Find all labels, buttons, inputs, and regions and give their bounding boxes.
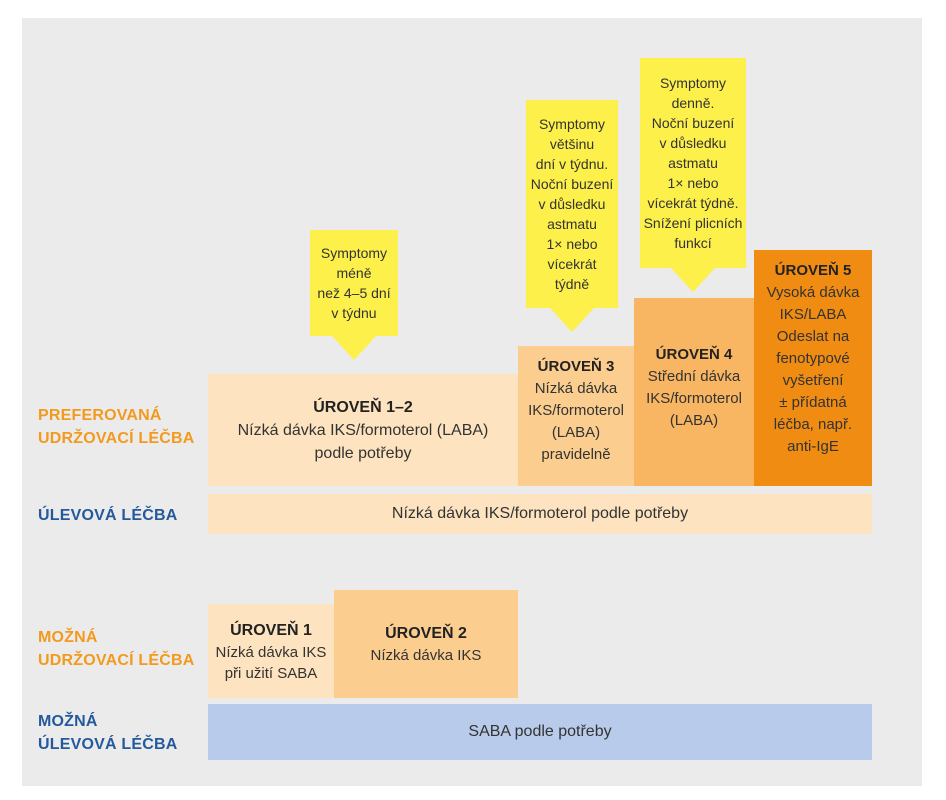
callout-arrow	[332, 336, 376, 360]
callout-arrow	[671, 268, 715, 292]
level-2-line: Nízká dávka IKS	[370, 646, 482, 664]
saba-bar: SABA podle potřeby	[208, 704, 872, 760]
symptom-callout-level-4: Symptomy denně. Noční buzení v důsledku …	[640, 58, 746, 292]
level-5-line: léčba, např.	[773, 416, 853, 433]
level-5-line: ± přídatná	[779, 394, 847, 411]
saba-bar-text: SABA podle potřeby	[468, 723, 612, 740]
level-5-box: ÚROVEŇ 5 Vysoká dávka IKS/LABA Odeslat n…	[754, 250, 872, 486]
level-1-line: při užití SABA	[224, 664, 318, 682]
reliever-bar-text: Nízká dávka IKS/formoterol podle potřeby	[391, 505, 689, 522]
level-3-line: pravidelně	[541, 446, 611, 463]
level-4-box: ÚROVEŇ 4 Střední dávka IKS/formoterol (L…	[634, 298, 754, 486]
symptom-callout-level-3: Symptomy většinu dní v týdnu. Noční buze…	[526, 100, 618, 332]
level-3-box: ÚROVEŇ 3 Nízká dávka IKS/formoterol (LAB…	[518, 346, 634, 486]
level-3-title: ÚROVEŇ 3	[537, 358, 615, 375]
callout-arrow	[550, 308, 594, 332]
level-5-line: Odeslat na	[776, 328, 850, 345]
level-4-title: ÚROVEŇ 4	[655, 346, 733, 363]
level-5-line: vyšetření	[782, 372, 844, 389]
level-5-line: IKS/LABA	[779, 306, 847, 323]
level-5-title: ÚROVEŇ 5	[774, 262, 852, 279]
level-5-line: anti-IgE	[787, 438, 839, 455]
level-4-line: IKS/formoterol	[646, 390, 742, 407]
level-3-line: IKS/formoterol	[528, 402, 624, 419]
level-5-line: fenotypové	[776, 350, 850, 367]
level-3-line: Nízká dávka	[534, 380, 618, 397]
label-possible-reliever: MOŽNÁ ÚLEVOVÁ LÉČBA	[38, 713, 178, 753]
level-1-2-line: podle potřeby	[314, 444, 412, 462]
level-2-title: ÚROVEŇ 2	[385, 624, 467, 642]
level-1-line: Nízká dávka IKS	[215, 643, 327, 661]
level-3-line: (LABA)	[551, 424, 601, 441]
reliever-bar: Nízká dávka IKS/formoterol podle potřeby	[208, 494, 872, 534]
level-1-2-box: ÚROVEŇ 1–2 Nízká dávka IKS/formoterol (L…	[208, 374, 518, 486]
level-4-line: Střední dávka	[647, 368, 741, 385]
symptom-callout-level-1-2: Symptomy méně než 4–5 dní v týdnu	[310, 230, 398, 360]
level-2-box: ÚROVEŇ 2 Nízká dávka IKS	[334, 590, 518, 698]
label-reliever: ÚLEVOVÁ LÉČBA	[38, 507, 178, 524]
level-4-line: (LABA)	[669, 412, 719, 429]
level-5-line: Vysoká dávka	[766, 284, 860, 301]
level-1-2-title: ÚROVEŇ 1–2	[313, 398, 413, 416]
level-1-2-line: Nízká dávka IKS/formoterol (LABA)	[237, 421, 489, 439]
label-possible-maintenance: MOŽNÁ UDRŽOVACÍ LÉČBA	[38, 629, 195, 669]
level-1-box: ÚROVEŇ 1 Nízká dávka IKS při užití SABA	[208, 604, 334, 698]
label-preferred-maintenance: PREFEROVANÁ UDRŽOVACÍ LÉČBA	[38, 407, 195, 447]
level-1-title: ÚROVEŇ 1	[230, 621, 312, 639]
